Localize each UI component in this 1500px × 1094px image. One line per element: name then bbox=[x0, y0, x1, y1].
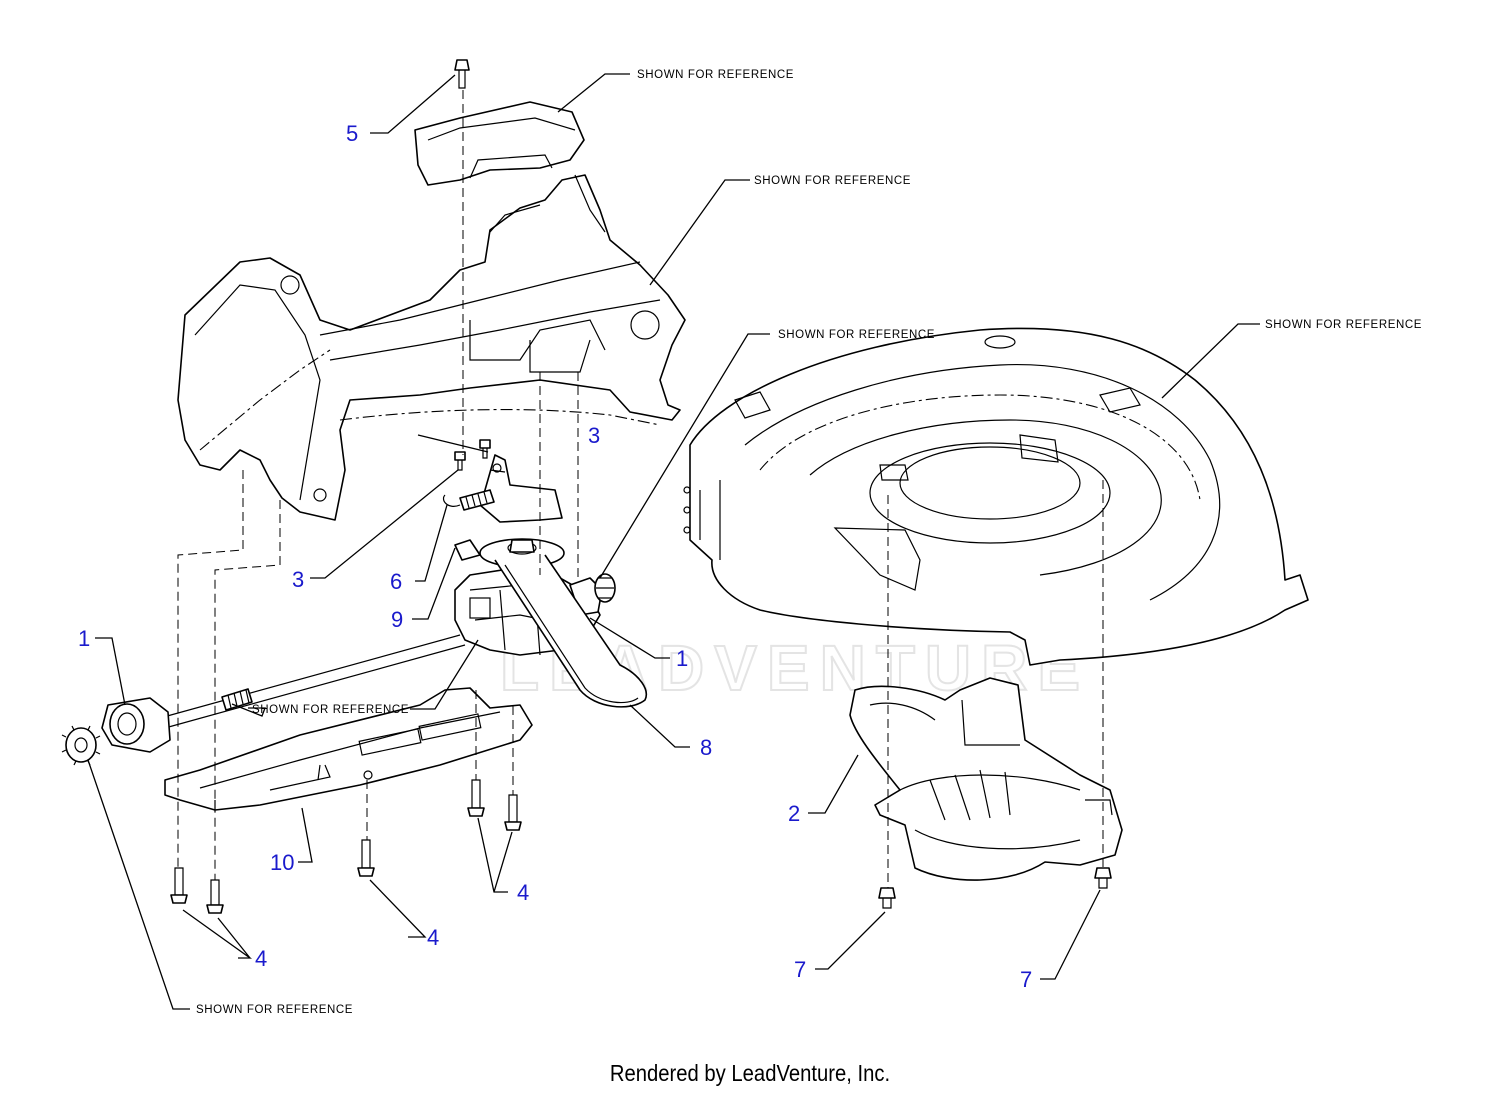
wheel-bearing bbox=[101, 697, 171, 753]
callout-9: 9 bbox=[391, 607, 403, 632]
ref-label-top-cover: SHOWN FOR REFERENCE bbox=[637, 69, 794, 81]
pinion-gear bbox=[61, 725, 101, 766]
ref-label-deck: SHOWN FOR REFERENCE bbox=[1265, 319, 1422, 331]
callouts: 5 3 3 6 9 1 1 8 10 4 4 4 2 7 7 bbox=[78, 121, 1032, 992]
footer-credit: Rendered by LeadVenture, Inc. bbox=[609, 1060, 891, 1086]
drive-belt bbox=[494, 554, 647, 708]
alignment-lines bbox=[177, 90, 1104, 888]
shift-bracket bbox=[479, 454, 563, 523]
bolts bbox=[170, 59, 1112, 914]
callout-4-bottom-left: 4 bbox=[255, 946, 267, 971]
cable-bracket bbox=[454, 539, 481, 561]
mower-deck bbox=[683, 327, 1309, 666]
reference-labels: SHOWN FOR REFERENCE SHOWN FOR REFERENCE … bbox=[196, 69, 1422, 1016]
ref-label-transmission: SHOWN FOR REFERENCE bbox=[252, 704, 409, 716]
cover-plate bbox=[164, 687, 533, 812]
callout-7-left: 7 bbox=[794, 957, 806, 982]
callout-3-upper: 3 bbox=[588, 423, 600, 448]
ref-label-handle-bracket: SHOWN FOR REFERENCE bbox=[754, 175, 911, 187]
callout-7-right: 7 bbox=[1020, 967, 1032, 992]
right-pinion-gear bbox=[594, 573, 616, 603]
callout-2: 2 bbox=[788, 801, 800, 826]
callout-1-left: 1 bbox=[78, 626, 90, 651]
callout-4-bottom-center: 4 bbox=[427, 925, 439, 950]
callout-1-right: 1 bbox=[676, 646, 688, 671]
callout-4-center-right: 4 bbox=[517, 880, 529, 905]
discharge-chute bbox=[849, 677, 1123, 881]
leader-lines bbox=[87, 73, 1260, 1010]
callout-10: 10 bbox=[270, 850, 294, 875]
ref-label-gear: SHOWN FOR REFERENCE bbox=[778, 329, 935, 341]
callout-8: 8 bbox=[700, 735, 712, 760]
top-cover bbox=[414, 101, 585, 186]
upper-handle-bracket bbox=[177, 174, 686, 521]
callout-3-lower: 3 bbox=[292, 567, 304, 592]
callout-6: 6 bbox=[390, 569, 402, 594]
callout-5: 5 bbox=[346, 121, 358, 146]
ref-label-pinion: SHOWN FOR REFERENCE bbox=[196, 1004, 353, 1016]
spring bbox=[442, 489, 495, 511]
